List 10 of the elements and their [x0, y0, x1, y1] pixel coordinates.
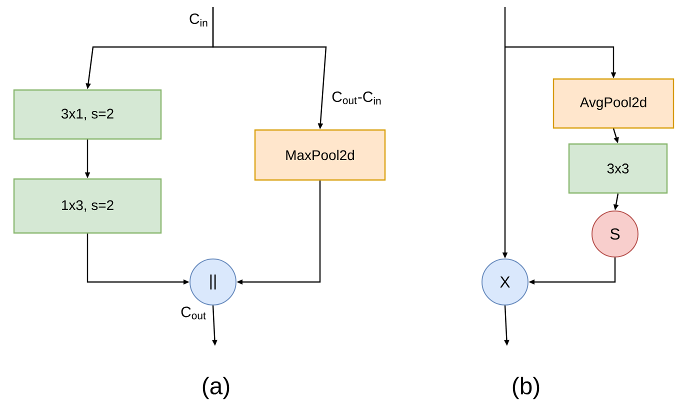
- process-box: AvgPool2d: [552, 78, 674, 129]
- panel-label: (a): [202, 376, 230, 400]
- edge-label: C$_{out}$-C$_{in}$: [332, 91, 381, 105]
- edge-label: C$_{out}$: [181, 306, 206, 320]
- process-box: MaxPool2d: [254, 129, 386, 181]
- panel-label: (b): [512, 376, 540, 400]
- process-box: 3x3: [568, 143, 668, 194]
- process-box: 3x1, s=2: [13, 89, 162, 140]
- channel-label: C$_{in}$: [190, 13, 208, 27]
- process-box: 1x3, s=2: [13, 178, 162, 234]
